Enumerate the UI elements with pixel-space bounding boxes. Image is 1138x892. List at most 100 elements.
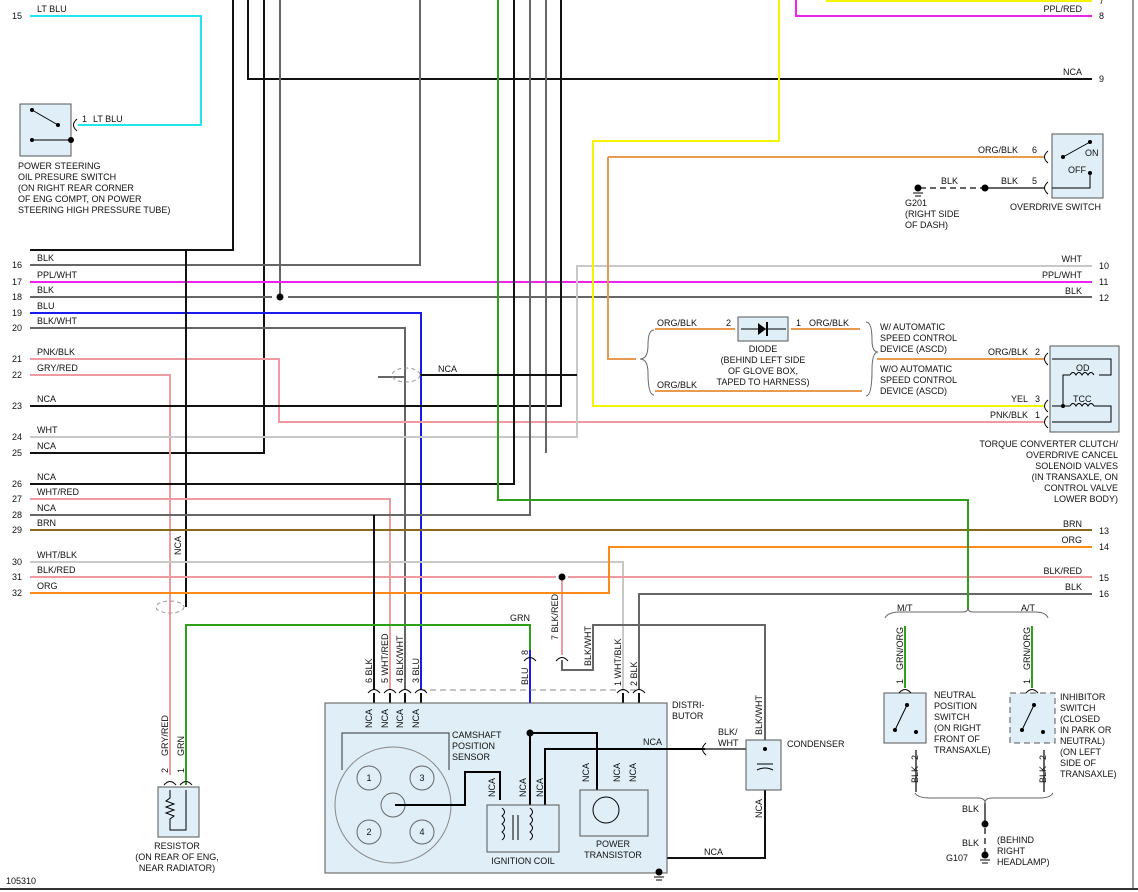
neutral-switch-label: FRONT OF (934, 734, 980, 744)
wire-nca-28 (30, 0, 531, 516)
cylinder-terminal (356, 765, 382, 791)
ascd-without-label: W/O AUTOMATIC (880, 364, 953, 374)
connector-icon (898, 689, 912, 694)
nca-label: NCA (612, 763, 622, 782)
solenoid-line (1052, 358, 1112, 376)
nca-label: NCA (364, 709, 374, 728)
wire-wht-red-27 (30, 498, 391, 690)
pin-number: 5 (1032, 176, 1037, 186)
wire-label: BLK (1001, 176, 1018, 186)
wire-pnk-blk-21 (30, 358, 1045, 423)
ground-icon (68, 137, 74, 143)
left-wire-label: WHT (37, 425, 58, 435)
wire-label: BLK (962, 838, 979, 848)
nca-label: NCA (487, 778, 497, 797)
cam-sensor-label: SENSOR (452, 752, 491, 762)
ascd-without-label: DEVICE (ASCD) (880, 386, 947, 396)
wire-blk-16 (30, 0, 421, 266)
solenoid-label: SOLENOID VALVES (1035, 461, 1118, 471)
neutral-switch-label: SWITCH (934, 712, 970, 722)
splice-dot (981, 184, 989, 192)
connector-icon (179, 781, 193, 786)
distributor-pin-label: 4 BLK/WHT (395, 635, 405, 683)
distributor-pin-label: 2 BLK (629, 661, 639, 686)
inhibitor-switch-label: SIDE OF (1060, 758, 1097, 768)
wire-bundle (30, 0, 234, 251)
distributor-pin-label: 7 BLK/RED (550, 593, 560, 640)
left-wire-label: LT BLU (37, 4, 67, 14)
ps-switch-label: POWER STEERING (18, 161, 101, 171)
condenser-label: CONDENSER (787, 739, 845, 749)
wire-label: BLK (941, 176, 958, 186)
mt-label: M/T (897, 603, 913, 613)
pin-number: 1 (796, 318, 801, 328)
left-pin-number: 27 (12, 494, 22, 504)
nca-label: NCA (518, 778, 528, 797)
wire-blk-16-right (638, 593, 1092, 690)
wire-label: BLK/WHT (754, 694, 764, 735)
wire-label: GRY/RED (160, 715, 170, 756)
inhibitor-switch (1009, 692, 1056, 744)
connector-icon (632, 689, 646, 694)
diode-label: DIODE (749, 344, 778, 354)
left-wire-label: BLK/WHT (37, 316, 78, 326)
left-wire-label: PPL/WHT (37, 270, 78, 280)
connector-icon (414, 689, 428, 694)
wire-nca-26 (30, 0, 515, 485)
wire-ppl-red-8 (795, 0, 1092, 17)
ps-switch-label: OF ENG COMPT, ON POWER (18, 194, 142, 204)
distributor-label: DISTRI- (672, 700, 705, 710)
resistor (157, 786, 200, 838)
nca-label: NCA (173, 536, 183, 555)
power-steering-switch (19, 103, 72, 157)
right-pin-number: 7 (1099, 0, 1104, 6)
left-pin-number: 25 (12, 448, 22, 458)
switch-line (1052, 173, 1091, 189)
wire-label: ORG/BLK (809, 318, 849, 328)
left-pin-number: 31 (12, 572, 22, 582)
right-wire-label: ORG (1061, 535, 1082, 545)
distributor-pin-label: 1 WHT/BLK (613, 638, 623, 686)
figure-id: 105310 (6, 876, 36, 886)
wire-label: BLK/ (718, 727, 738, 737)
splice-dot (763, 747, 767, 751)
overdrive-switch-label: OVERDRIVE SWITCH (1010, 202, 1101, 212)
splice-dot (981, 820, 989, 828)
left-pin-number: 29 (12, 525, 22, 535)
resistor-label: (ON REAR OF ENG, (135, 852, 219, 862)
nca-label: NCA (643, 737, 662, 747)
switch-contact-icon (893, 728, 897, 732)
resistor-label: NEAR RADIATOR) (139, 863, 215, 873)
solenoid-label: LOWER BODY) (1054, 494, 1118, 504)
connector-icon (1044, 415, 1049, 429)
coil-od-icon (1069, 372, 1095, 376)
right-wire-label: BLK (1065, 582, 1082, 592)
switch-contact-icon (914, 730, 918, 734)
connector-icon (702, 742, 707, 756)
right-wire-label: NCA (1063, 67, 1082, 77)
distributor-pin-label: 3 BLU (411, 658, 421, 683)
connector-icon (398, 689, 412, 694)
left-wire-label: NCA (37, 394, 56, 404)
wire-nca-condenser (658, 790, 766, 870)
left-pin-number: 26 (12, 479, 22, 489)
neutral-switch-label: TRANSAXLE) (934, 745, 991, 755)
nca-label: NCA (411, 709, 421, 728)
tcc-label: TCC (1073, 394, 1092, 404)
wire-label: BLK (910, 766, 920, 783)
nca-label: NCA (628, 763, 638, 782)
connector-icon (1025, 689, 1039, 694)
wire-blk-wht-20 (30, 327, 406, 690)
nca-label: NCA (535, 778, 545, 797)
splice-dot (558, 573, 566, 581)
brace-icon (914, 792, 1054, 804)
switch-contact-icon (1088, 140, 1092, 144)
cylinder-terminal (409, 819, 435, 845)
wire-gry-red-22 (30, 374, 171, 775)
power-transistor-label: POWER (596, 839, 631, 849)
connector-icon (73, 118, 78, 132)
distributor-pin-label: 6 BLK (364, 658, 374, 683)
switch-contact-icon (56, 123, 60, 127)
wire-label: ORG/BLK (657, 380, 697, 390)
